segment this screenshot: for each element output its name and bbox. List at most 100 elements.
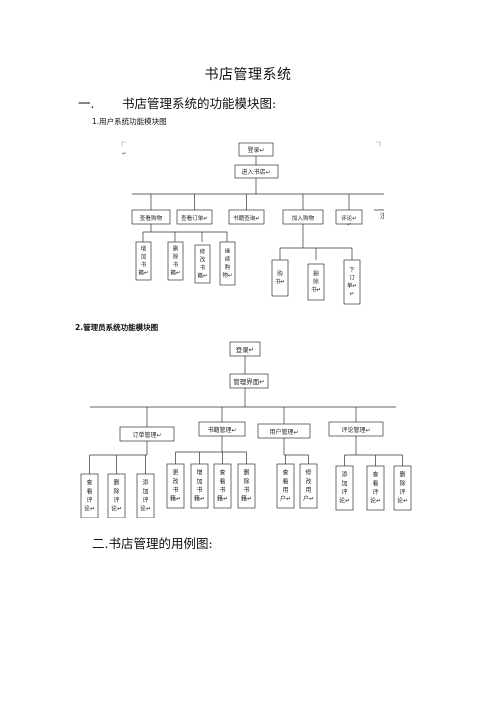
user-child-1-box	[299, 463, 318, 509]
book-child-0-char: 更	[172, 470, 178, 477]
comment-child-2-box	[393, 465, 412, 511]
book-child-2-char: 籍↵	[217, 495, 228, 503]
cart-child-1-char: 除	[173, 253, 179, 261]
add-to-cart-module-label: 加入购物	[292, 214, 315, 222]
comment-mgmt-module-label: 评论管理↵	[341, 426, 370, 434]
book-child-2-char: 查	[219, 469, 225, 477]
return-mark: ↵	[122, 151, 126, 157]
cart-child-3-char: 续	[225, 255, 231, 263]
order-child-0-char: 查	[86, 479, 92, 487]
add-child-0-char: 购	[277, 270, 283, 278]
book-child-0-char: 籍↵	[170, 495, 181, 503]
cart-child-1-char: 籍↵	[170, 268, 180, 276]
add-child-2-box	[343, 259, 361, 305]
user-child-1-char: 户↵	[303, 495, 314, 503]
order-child-1-char: 论↵	[111, 505, 122, 513]
comment-child-0-char: 评	[341, 488, 347, 496]
cart-child-0-char: 增	[141, 245, 147, 253]
comment-child-2-char: 论↵	[397, 497, 408, 505]
document-title: 书店管理系统	[204, 67, 292, 83]
user-child-1-char: 用	[305, 487, 311, 494]
section-2-number: 二.	[92, 536, 109, 551]
order-child-0-box	[80, 473, 99, 518]
comment-child-0-char: 论↵	[339, 497, 350, 505]
book-child-0-box	[166, 463, 185, 509]
admin-panel-box	[229, 373, 269, 389]
book-search-module-label: 书籍查询↵	[233, 214, 260, 222]
book-mgmt-module-label: 书籍管理↵	[207, 426, 236, 434]
cart-child-2-char: 书	[200, 264, 206, 272]
order-mgmt-module-label: 订单管理↵	[132, 431, 161, 439]
user-child-0-char: 户↵	[280, 495, 291, 503]
enter-store-box	[234, 164, 279, 179]
comment-child-0-box	[335, 465, 354, 511]
add-child-0-char: 书↵	[275, 278, 285, 286]
order-child-0-char: 论↵	[84, 505, 95, 513]
book-child-2-box	[213, 463, 232, 509]
user-child-0-box	[276, 463, 295, 509]
user-child-1-char: 改	[305, 477, 311, 485]
book-child-0-char: 改	[172, 477, 178, 485]
add-child-2-char: ↵	[350, 291, 355, 297]
comment-child-0-char: 添	[341, 471, 347, 479]
order-child-2-char: 加	[142, 487, 148, 495]
book-child-3-char: 删	[243, 469, 249, 477]
cart-child-2-char: 籍↵	[197, 271, 207, 279]
cart-child-0-box	[135, 241, 152, 281]
order-child-2-char: 论↵	[140, 505, 151, 513]
order-child-0-char: 评	[86, 496, 92, 504]
book-child-3-box	[237, 463, 256, 509]
add-child-1-char: 删	[313, 270, 319, 278]
cart-child-3-char: 物↵	[222, 271, 232, 279]
view-orders-module-box	[176, 209, 213, 225]
order-child-2-char: 评	[142, 496, 148, 504]
cart-child-2-char: 修	[200, 248, 206, 256]
add-child-0-box	[271, 259, 289, 297]
comment-module-label: 评论↵	[341, 214, 357, 222]
cart-child-0-char: 籍↵	[138, 268, 148, 276]
cart-child-3-char: 继	[225, 247, 231, 255]
user-child-1-char: 修	[305, 469, 311, 477]
admin-login-label: 登录↵	[236, 345, 254, 354]
user-mgmt-module-label: 用户管理↵	[269, 428, 298, 436]
add-child-1-char: 除	[313, 278, 319, 286]
section-2-title: 书店管理的用例图:	[108, 536, 213, 551]
order-child-1-box	[107, 473, 126, 518]
cart-child-1-char: 删	[173, 245, 179, 253]
section-1-title: 书店管理系统的功能模块图:	[122, 96, 277, 111]
add-child-2-char: 下	[349, 267, 355, 274]
section-2-heading: 二.书店管理的用例图:	[92, 533, 213, 552]
comment-module-box	[335, 209, 363, 225]
comment-child-1-char: 看	[372, 479, 378, 487]
cart-child-2-box	[194, 244, 211, 284]
subsection-2-caption: 2.管理员系统功能模块图	[75, 323, 159, 332]
view-orders-module-label: 查看订单↵	[181, 214, 208, 222]
subsection-1-caption: 1.用户系统功能模块图	[92, 117, 167, 126]
comment-child-1-box	[366, 465, 385, 511]
book-child-2-char: 看	[219, 477, 225, 485]
cart-child-3-char: 购	[225, 263, 231, 271]
admin-module-diagram: 登录↵ 管理界面↵ 订单管理↵书籍管理↵用户管理↵评论管理↵ 查看评论↵删除评论…	[80, 341, 412, 518]
comment-child-2-char: 除	[399, 479, 405, 487]
add-child-1-char: 书↵	[311, 285, 321, 293]
cart-child-3-box	[219, 241, 236, 286]
return-mark: ↵	[347, 222, 351, 228]
login-label: 登录↵	[247, 146, 264, 154]
comment-child-2-char: 删	[399, 471, 405, 479]
add-child-1-box	[307, 263, 325, 301]
book-child-0-char: 书	[172, 486, 178, 494]
comment-child-0-char: 加	[341, 479, 347, 487]
comment-child-1-char: 评	[372, 488, 378, 496]
cart-child-0-char: 加	[141, 253, 147, 261]
book-child-3-char: 除	[243, 477, 249, 485]
user-child-0-char: 查	[282, 469, 288, 477]
enter-store-label: 进入书店↵	[241, 168, 270, 176]
cart-child-1-box	[167, 241, 184, 281]
logout-module-label: 注销用户	[380, 212, 384, 220]
order-child-1-char: 删	[113, 479, 119, 487]
book-child-2-char: 书	[219, 486, 225, 494]
book-child-3-char: 书	[243, 486, 249, 494]
book-child-1-box	[190, 463, 209, 509]
